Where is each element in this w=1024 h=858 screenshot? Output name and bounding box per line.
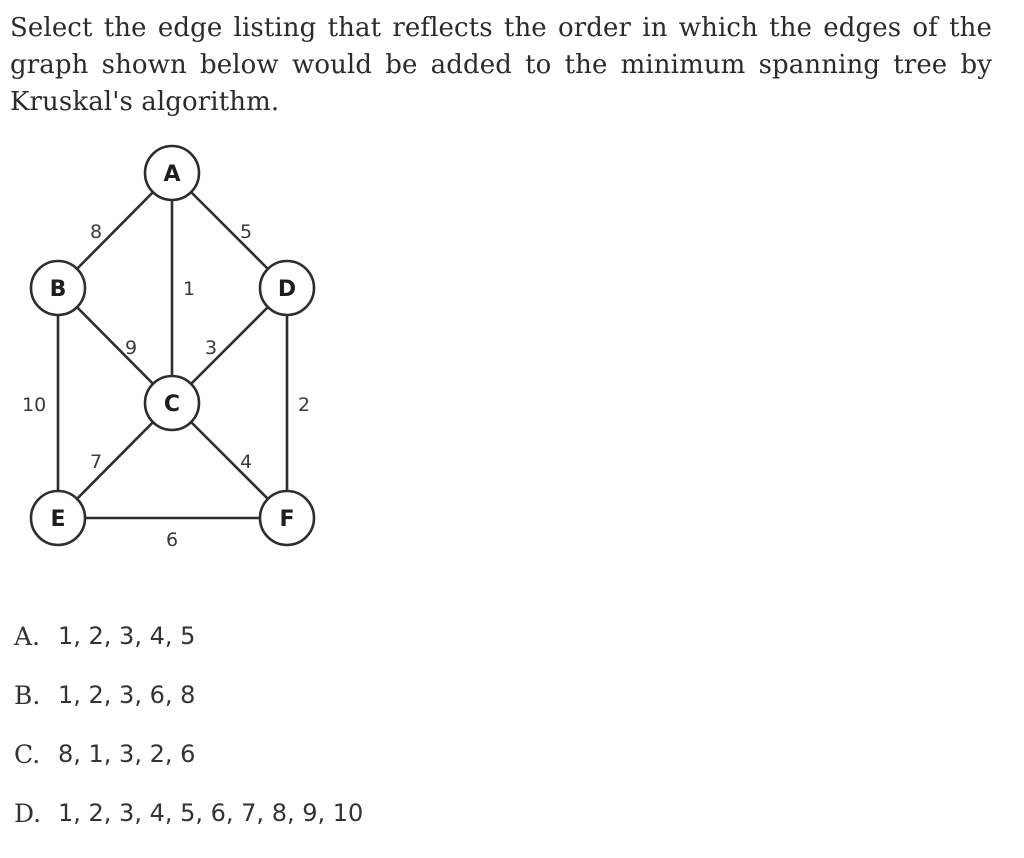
option-letter: D. [14,799,42,828]
option-letter: C. [14,740,41,769]
option-c[interactable]: C. 8, 1, 3, 2, 6 [14,740,363,799]
svg-text:C: C [164,392,180,417]
option-text: 8, 1, 3, 2, 6 [58,740,196,768]
edge-weight-cd: 3 [205,337,217,359]
option-d[interactable]: D. 1, 2, 3, 4, 5, 6, 7, 8, 9, 10 [14,799,363,858]
svg-text:A: A [163,162,180,187]
node-a: A [143,144,201,202]
edge-weight-ce: 7 [90,451,102,473]
svg-text:D: D [278,277,296,302]
edge-weight-cf: 4 [240,451,252,473]
option-text: 1, 2, 3, 4, 5 [58,622,196,650]
svg-text:B: B [50,277,67,302]
graph-diagram: 8 1 5 9 3 10 2 7 4 6 A B D [0,130,340,560]
edge-weight-be: 10 [22,394,46,416]
question-text: Select the edge listing that reflects th… [10,13,992,117]
option-a[interactable]: A. 1, 2, 3, 4, 5 [14,622,363,681]
edge-weight-bc: 9 [125,337,137,359]
node-b: B [29,259,87,317]
option-letter: B. [14,681,41,710]
edge-weight-ef: 6 [166,529,178,551]
svg-text:F: F [279,507,294,532]
svg-text:E: E [50,507,65,532]
edge-weight-ab: 8 [90,221,102,243]
option-letter: A. [14,622,41,651]
option-b[interactable]: B. 1, 2, 3, 6, 8 [14,681,363,740]
edge-weight-ac: 1 [183,278,195,300]
edge-weight-df: 2 [298,394,310,416]
option-text: 1, 2, 3, 4, 5, 6, 7, 8, 9, 10 [58,799,364,827]
node-e: E [29,489,87,547]
option-text: 1, 2, 3, 6, 8 [58,681,196,709]
node-c: C [143,374,201,432]
answer-options: A. 1, 2, 3, 4, 5 B. 1, 2, 3, 6, 8 C. 8, … [14,622,363,858]
node-f: F [258,489,316,547]
node-d: D [258,259,316,317]
edge-weight-ad: 5 [240,221,252,243]
